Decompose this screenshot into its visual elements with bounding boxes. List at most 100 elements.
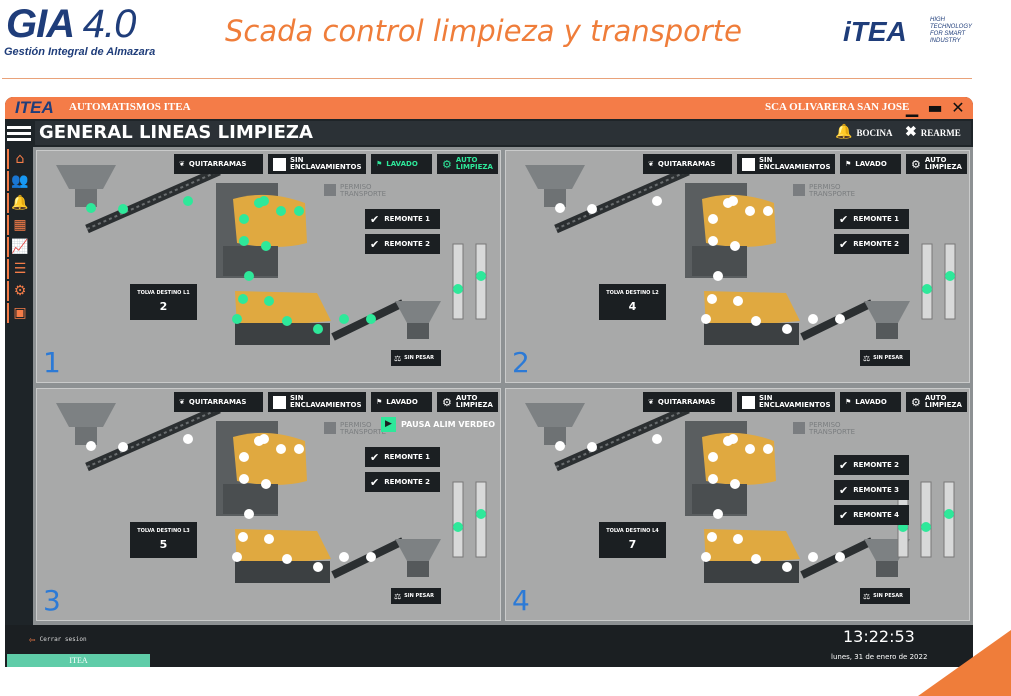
- auto-limpieza-button[interactable]: ⚙AUTO LIMPIEZA: [906, 154, 967, 174]
- lavado-button[interactable]: ⚑LAVADO: [371, 154, 432, 174]
- network-icon[interactable]: ⚙: [7, 281, 31, 301]
- sin-pesar-button[interactable]: ⚖SIN PESAR: [860, 350, 910, 366]
- sin-pesar-button[interactable]: ⚖SIN PESAR: [391, 350, 441, 366]
- remonte-button[interactable]: ✔REMONTE 2: [365, 472, 440, 492]
- maximize-icon[interactable]: ▬: [927, 98, 943, 117]
- remonte-button[interactable]: ✔REMONTE 1: [834, 209, 909, 229]
- checkbox[interactable]: [742, 157, 755, 171]
- sin-pesar-label: SIN PESAR: [873, 593, 903, 599]
- chart-icon[interactable]: 📈: [7, 237, 31, 257]
- sensor-dot: [244, 509, 254, 519]
- sin-pesar-button[interactable]: ⚖SIN PESAR: [391, 588, 441, 604]
- status-square: [324, 422, 336, 434]
- quitarramas-button[interactable]: ❦QUITARRAMAS: [174, 392, 263, 412]
- cleaning-machine: [702, 432, 776, 485]
- remonte-button[interactable]: ✔REMONTE 1: [365, 209, 440, 229]
- sensor-dot: [261, 241, 271, 251]
- sin-enclavamientos-button[interactable]: SIN ENCLAVAMIENTOS: [737, 392, 835, 412]
- alarm-icon[interactable]: 🔔: [7, 193, 31, 213]
- status-square: [324, 184, 336, 196]
- sin-enclavamientos-button[interactable]: SIN ENCLAVAMIENTOS: [268, 392, 366, 412]
- level-bar: [475, 481, 487, 558]
- itea-window-logo: ITEA: [15, 98, 54, 117]
- permiso-label: PERMISO TRANSPORTE: [340, 183, 387, 198]
- minimize-icon[interactable]: ▁: [905, 98, 919, 117]
- auto-limpieza-button[interactable]: ⚙AUTO LIMPIEZA: [437, 154, 498, 174]
- permiso-label: PERMISO TRANSPORTE: [340, 421, 387, 436]
- list-icon[interactable]: ☰: [7, 259, 31, 279]
- sensor-dot: [86, 203, 96, 213]
- quitarramas-button[interactable]: ❦QUITARRAMAS: [174, 154, 263, 174]
- cleaning-line-panel-4: ❦QUITARRAMAS SIN ENCLAVAMIENTOS ⚑LAVADO …: [505, 388, 970, 621]
- menu-icon[interactable]: [7, 123, 31, 143]
- sensor-dot: [708, 452, 718, 462]
- level-bar: [921, 243, 933, 320]
- rearme-button[interactable]: ✖REARME: [905, 124, 961, 141]
- sensor-dot: [733, 296, 743, 306]
- remonte-button[interactable]: ✔REMONTE 2: [834, 455, 909, 475]
- home-icon[interactable]: ⌂: [7, 149, 31, 169]
- sensor-dot: [264, 296, 274, 306]
- users-icon[interactable]: 👥: [7, 171, 31, 191]
- pausa-alim-verdeo-button[interactable]: ▶PAUSA ALIM VERDEO: [381, 417, 495, 432]
- sensor-dot: [713, 271, 723, 281]
- sensor-dot: [763, 206, 773, 216]
- conveyor-truss: [86, 408, 220, 468]
- sensor-dot: [313, 562, 323, 572]
- checkbox[interactable]: [742, 395, 755, 409]
- remonte-label: REMONTE 2: [853, 240, 900, 248]
- sin-pesar-button[interactable]: ⚖SIN PESAR: [860, 588, 910, 604]
- scale-icon: ⚖: [863, 353, 871, 363]
- auto-limpieza-button[interactable]: ⚙AUTO LIMPIEZA: [906, 392, 967, 412]
- lavado-button[interactable]: ⚑LAVADO: [840, 154, 901, 174]
- hopper: [56, 165, 116, 189]
- sensor-dot: [239, 236, 249, 246]
- calendar-icon[interactable]: ▦: [7, 215, 31, 235]
- branch-icon: ❦: [648, 159, 654, 168]
- lavado-label: LAVADO: [386, 159, 418, 168]
- bocina-button[interactable]: 🔔BOCINA: [835, 124, 892, 141]
- sensor-dot: [232, 552, 242, 562]
- checkbox[interactable]: [273, 157, 286, 171]
- machine-base: [692, 484, 747, 514]
- sensor-dot: [835, 552, 845, 562]
- logout-button[interactable]: ⇦Cerrar sesion: [29, 633, 87, 646]
- remonte-button[interactable]: ✔REMONTE 4: [834, 505, 909, 525]
- bocina-label: BOCINA: [856, 127, 893, 138]
- sin-enclavamientos-button[interactable]: SIN ENCLAVAMIENTOS: [737, 154, 835, 174]
- sensor-dot: [261, 479, 271, 489]
- remonte-button[interactable]: ✔REMONTE 2: [365, 234, 440, 254]
- quitarramas-label: QUITARRAMAS: [188, 159, 247, 168]
- lavado-button[interactable]: ⚑LAVADO: [371, 392, 432, 412]
- sensor-dot: [238, 532, 248, 542]
- quitarramas-button[interactable]: ❦QUITARRAMAS: [643, 154, 732, 174]
- remonte-button[interactable]: ✔REMONTE 3: [834, 480, 909, 500]
- level-bar: [452, 481, 464, 558]
- machinery-diagram: [56, 403, 487, 583]
- level-indicator: [921, 522, 931, 532]
- lavado-button[interactable]: ⚑LAVADO: [840, 392, 901, 412]
- monitor-icon[interactable]: ▣: [7, 303, 31, 323]
- sensor-dot: [555, 203, 565, 213]
- line-number: 1: [43, 346, 61, 379]
- level-bar: [475, 243, 487, 320]
- water-valve-icon: ⚑: [376, 397, 383, 406]
- sensor-dot: [239, 214, 249, 224]
- quitarramas-button[interactable]: ❦QUITARRAMAS: [643, 392, 732, 412]
- auto-limpieza-button[interactable]: ⚙AUTO LIMPIEZA: [437, 392, 498, 412]
- checkbox[interactable]: [273, 395, 286, 409]
- sin-enclavamientos-button[interactable]: SIN ENCLAVAMIENTOS: [268, 154, 366, 174]
- itea-logo: iTEA: [843, 16, 907, 47]
- sensor-dot: [238, 294, 248, 304]
- lavado-label: LAVADO: [855, 159, 887, 168]
- remonte-button[interactable]: ✔REMONTE 2: [834, 234, 909, 254]
- lavado-label: LAVADO: [855, 397, 887, 406]
- sensor-dot: [239, 474, 249, 484]
- close-icon[interactable]: ✕: [951, 98, 965, 117]
- remonte-button[interactable]: ✔REMONTE 1: [365, 447, 440, 467]
- sensor-dot: [313, 324, 323, 334]
